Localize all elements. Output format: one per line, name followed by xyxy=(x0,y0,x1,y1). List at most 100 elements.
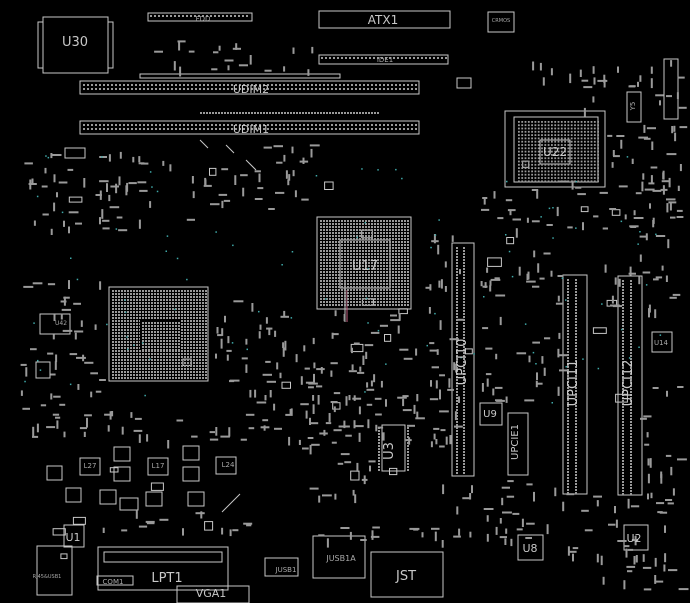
cpu-ball xyxy=(184,332,186,334)
u17-label: U17 xyxy=(352,259,378,274)
upci12-pin xyxy=(622,475,624,477)
smd-part xyxy=(436,349,439,355)
u22-ball xyxy=(554,154,557,156)
upci11-pin xyxy=(575,387,577,389)
smd-part xyxy=(608,523,616,526)
cpu-core-ball xyxy=(160,349,162,351)
u17-ball xyxy=(326,229,328,231)
cpu-core-ball xyxy=(169,349,171,351)
udim2-pin xyxy=(195,84,197,86)
cpu-ball xyxy=(118,356,120,358)
cpu-ball xyxy=(121,335,123,337)
cpu-ball xyxy=(124,344,126,346)
u17-ball xyxy=(404,301,406,303)
cpu-core-ball xyxy=(169,331,171,333)
ide1-pin xyxy=(385,57,387,59)
u17-ball xyxy=(347,292,349,294)
cpu-core-ball xyxy=(148,343,150,345)
smd-part xyxy=(557,386,560,396)
smd-part xyxy=(374,397,382,400)
u22-ball xyxy=(524,167,527,169)
u17-ball xyxy=(359,253,361,255)
test-point xyxy=(575,180,577,183)
smd-part xyxy=(495,399,503,402)
cpu-ball xyxy=(133,329,135,331)
u17-ball xyxy=(335,253,337,255)
udim2-pin xyxy=(235,88,237,90)
u22-ball xyxy=(567,173,570,176)
upci12-pin xyxy=(622,478,624,480)
cpu-ball xyxy=(115,338,117,340)
u22-ball xyxy=(551,160,553,163)
u17-ball xyxy=(353,277,355,279)
cpu-ball xyxy=(151,308,153,310)
smd-part xyxy=(246,524,252,527)
cpu-ball xyxy=(133,362,135,364)
u17-ball xyxy=(401,301,403,303)
u17-ball xyxy=(326,250,328,252)
cpu-ball xyxy=(130,344,132,346)
test-point xyxy=(69,383,72,386)
udim1-pin xyxy=(239,124,241,126)
cpu-ball xyxy=(154,377,156,379)
u17-ball xyxy=(326,238,328,240)
smd-part xyxy=(73,302,81,305)
udim2-pin xyxy=(175,84,177,86)
u17-ball xyxy=(350,220,352,222)
cpu-ball xyxy=(124,314,126,316)
u17-ball xyxy=(356,289,358,291)
cpu-core-ball xyxy=(160,322,162,324)
u17-ball xyxy=(389,229,391,231)
upci11-pin xyxy=(575,321,577,323)
cpu-ball xyxy=(199,299,201,301)
cpu-ball xyxy=(118,332,120,334)
smd-part xyxy=(539,277,545,280)
cpu-ball xyxy=(193,371,195,373)
smd-part xyxy=(32,426,35,437)
u3-pin xyxy=(407,427,409,429)
dimm-small-pad xyxy=(251,112,253,114)
upci11-pin xyxy=(575,417,577,419)
u22-ball xyxy=(551,140,553,143)
cpu-ball xyxy=(154,314,156,316)
smd-part xyxy=(633,210,636,216)
udim2-pin xyxy=(103,84,105,86)
u22-ball xyxy=(590,150,593,153)
upci11-pin xyxy=(567,354,569,356)
u22-ball xyxy=(547,180,550,183)
upci12-pin xyxy=(622,484,624,486)
u22-ball xyxy=(541,154,543,156)
smd-part xyxy=(647,493,649,500)
upci11-pin xyxy=(575,480,577,482)
u17-ball xyxy=(350,292,352,294)
cpu-ball xyxy=(202,353,204,355)
u22-ball xyxy=(518,177,520,179)
cpu-ball xyxy=(124,356,126,358)
u17-ball xyxy=(401,298,403,300)
u17-ball xyxy=(332,277,334,279)
u17-ball xyxy=(395,238,397,240)
upci12-pin xyxy=(622,466,624,468)
cpu-ball xyxy=(187,299,189,301)
u22-ball xyxy=(544,140,547,143)
u22-ball xyxy=(518,124,520,127)
smd-part xyxy=(63,431,66,438)
cpu-core-ball xyxy=(154,346,156,348)
u22-ball xyxy=(527,154,530,156)
u17-ball xyxy=(335,298,337,300)
cpu-ball xyxy=(160,374,162,376)
test-point xyxy=(367,267,369,270)
cpu-ball xyxy=(130,308,132,310)
cpu-ball xyxy=(175,359,177,361)
smd-part xyxy=(343,420,346,429)
smd-part xyxy=(639,235,648,238)
smd-part xyxy=(308,382,318,385)
u22-ball xyxy=(547,144,550,146)
u22-ball xyxy=(577,134,580,136)
u17-ball xyxy=(353,271,355,273)
cpu-ball xyxy=(190,371,192,373)
cpu-core-ball xyxy=(166,322,168,324)
upci12-pin xyxy=(622,304,624,306)
upci12-pin xyxy=(630,367,632,369)
cpu-ball xyxy=(184,365,186,367)
